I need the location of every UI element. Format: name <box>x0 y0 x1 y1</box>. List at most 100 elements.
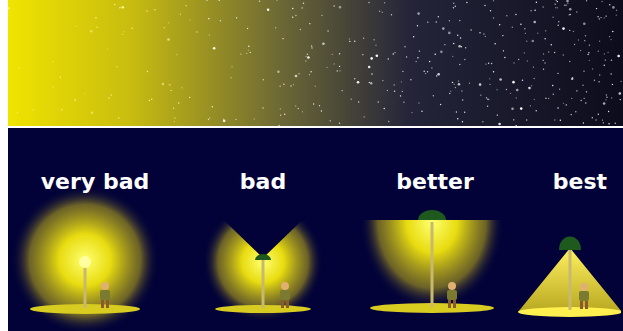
star <box>76 26 77 27</box>
star <box>349 38 350 39</box>
star <box>423 71 424 72</box>
star <box>339 66 340 67</box>
panel-label: best <box>553 170 607 194</box>
star <box>292 8 293 9</box>
star <box>123 31 124 32</box>
star <box>615 123 616 124</box>
star <box>17 112 18 113</box>
star <box>310 71 311 72</box>
star <box>378 101 379 102</box>
star <box>303 3 304 4</box>
star <box>462 99 463 100</box>
star <box>569 8 572 11</box>
star <box>595 119 596 120</box>
star <box>524 52 525 53</box>
star <box>515 14 516 15</box>
star <box>587 54 588 55</box>
star <box>170 84 171 85</box>
star <box>213 47 216 50</box>
star <box>18 67 19 68</box>
star <box>108 97 109 98</box>
star <box>458 80 459 81</box>
star <box>605 99 606 100</box>
star <box>611 97 612 98</box>
star <box>149 100 150 101</box>
star <box>558 24 559 25</box>
panel-label: better <box>396 170 473 194</box>
star <box>493 0 494 1</box>
star <box>178 102 179 103</box>
star <box>295 75 298 78</box>
star <box>240 53 241 54</box>
star <box>586 91 587 92</box>
lamp-best <box>518 237 621 318</box>
star <box>208 119 209 120</box>
star <box>573 31 574 32</box>
star <box>520 107 523 110</box>
star <box>369 82 370 83</box>
star <box>599 40 600 41</box>
star <box>526 119 527 120</box>
star <box>354 78 355 79</box>
star <box>466 2 467 3</box>
star <box>319 105 320 106</box>
star <box>513 81 514 82</box>
star <box>611 59 612 60</box>
star <box>174 121 175 122</box>
star <box>421 111 422 112</box>
star <box>436 21 437 22</box>
star <box>610 73 611 74</box>
star <box>370 57 373 60</box>
star <box>560 120 561 121</box>
star <box>520 24 521 25</box>
star <box>594 80 595 81</box>
star <box>487 105 488 106</box>
star <box>453 7 454 8</box>
star <box>499 78 502 81</box>
star <box>163 27 164 28</box>
star <box>131 28 132 29</box>
star <box>496 89 497 90</box>
star <box>295 15 296 16</box>
star <box>300 29 301 30</box>
star <box>384 2 385 3</box>
star <box>536 1 537 2</box>
star <box>438 16 439 17</box>
lamp-bad <box>203 200 323 322</box>
star <box>393 84 394 85</box>
star <box>151 99 152 100</box>
star <box>543 60 544 61</box>
star <box>406 56 407 57</box>
star <box>556 0 557 1</box>
star <box>254 118 255 119</box>
star <box>84 93 85 94</box>
star <box>429 61 430 62</box>
star <box>95 17 96 18</box>
star <box>522 79 523 80</box>
star <box>552 17 553 18</box>
star <box>321 110 322 111</box>
star <box>572 77 573 78</box>
star <box>490 10 491 11</box>
star <box>485 36 486 37</box>
star <box>567 2 568 3</box>
star <box>483 33 484 34</box>
star <box>482 121 483 122</box>
star <box>290 85 291 86</box>
star <box>559 89 560 90</box>
star <box>512 27 513 28</box>
panel-label: very bad <box>41 170 149 194</box>
star <box>61 109 62 110</box>
star <box>544 38 545 39</box>
star <box>387 90 388 91</box>
star <box>411 112 412 113</box>
star <box>456 111 457 112</box>
star <box>354 40 355 41</box>
star <box>283 84 284 85</box>
star <box>376 55 379 58</box>
star <box>7 7 10 10</box>
star <box>462 121 463 122</box>
star <box>554 119 555 120</box>
star <box>484 5 485 6</box>
star <box>569 14 570 15</box>
